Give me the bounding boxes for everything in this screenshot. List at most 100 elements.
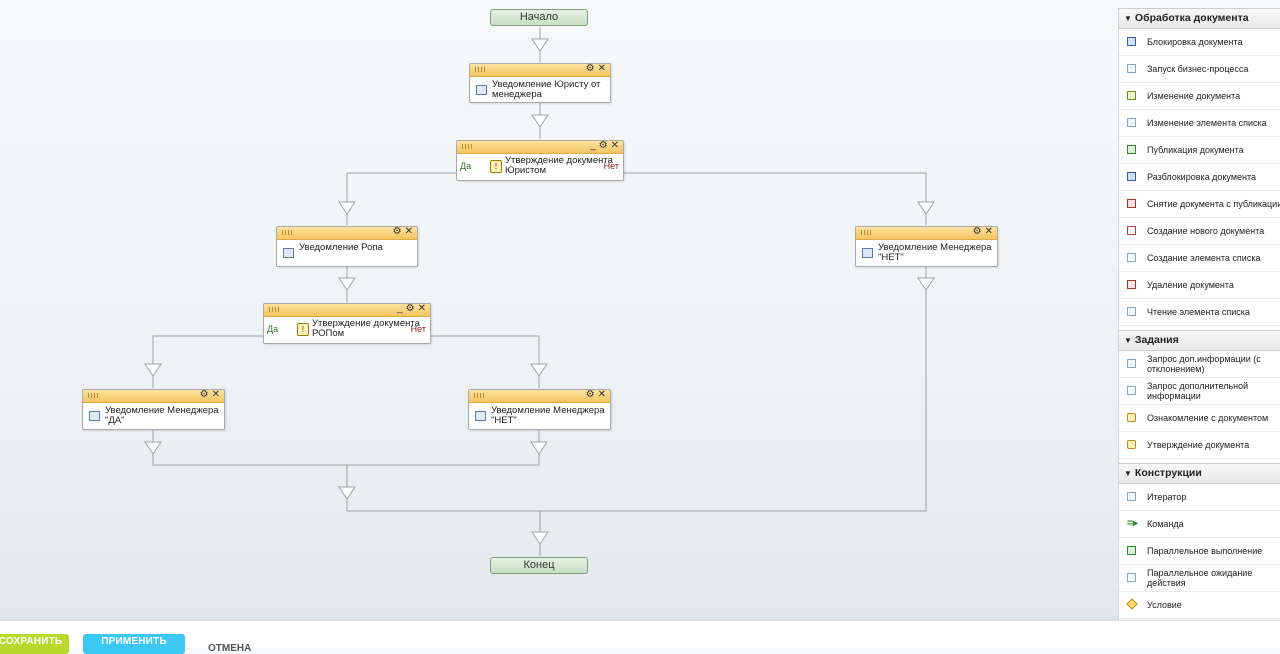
activity-notify-manager-yes[interactable]: ⚙✕ Уведомление Менеджера "ДА" bbox=[82, 389, 225, 430]
activity-title: Уведомление Юристу от менеджера bbox=[492, 79, 601, 100]
settings-icon[interactable]: ⚙ bbox=[392, 226, 402, 237]
unlock-document-icon bbox=[1127, 172, 1136, 181]
condition-rop-approval[interactable]: _⚙✕ Да ! Утверждение документа РОПом Нет bbox=[263, 303, 431, 344]
settings-icon[interactable]: ⚙ bbox=[405, 303, 415, 314]
palette-item[interactable]: Снятие документа с публикации bbox=[1119, 191, 1280, 218]
palette-item[interactable]: Утверждение документа bbox=[1119, 432, 1280, 459]
palette-item[interactable]: Запуск бизнес-процесса bbox=[1119, 56, 1280, 83]
activity-notify-lawyer[interactable]: ⚙✕ Уведомление Юристу от менеджера bbox=[469, 63, 611, 103]
palette-item[interactable]: Блокировка документа bbox=[1119, 29, 1280, 56]
palette-item[interactable]: Запрос доп.информации (с отклонением) bbox=[1119, 351, 1280, 378]
save-button[interactable]: СОХРАНИТЬ bbox=[0, 634, 69, 654]
activity-icon bbox=[1127, 64, 1136, 73]
close-icon[interactable]: ✕ bbox=[610, 140, 619, 151]
collapse-icon[interactable]: ▼ bbox=[1124, 14, 1132, 23]
palette-item[interactable]: Ознакомление с документом bbox=[1119, 405, 1280, 432]
palette-item[interactable]: =▸Команда bbox=[1119, 511, 1280, 538]
palette-group-header[interactable]: ▼Задания bbox=[1119, 330, 1280, 351]
publish-icon bbox=[1127, 145, 1136, 154]
activity-icon bbox=[1127, 307, 1136, 316]
activity-notify-rop[interactable]: ⚙✕ Уведомление Ропа bbox=[276, 226, 418, 267]
edit-document-icon bbox=[1127, 91, 1136, 100]
palette-group-header[interactable]: ▼Обработка документа bbox=[1119, 8, 1280, 29]
start-node[interactable]: Начало bbox=[490, 9, 588, 26]
drag-handle-icon[interactable] bbox=[269, 307, 281, 312]
activity-icon bbox=[1127, 386, 1136, 395]
palette-group-header[interactable]: ▼Конструкции bbox=[1119, 463, 1280, 484]
cancel-link[interactable]: ОТМЕНА bbox=[208, 643, 252, 654]
activity-header[interactable]: _⚙✕ bbox=[457, 140, 623, 154]
activity-title: Уведомление Менеджера "НЕТ" bbox=[491, 405, 605, 426]
approval-icon bbox=[1127, 413, 1136, 422]
activity-header[interactable]: ⚙✕ bbox=[470, 63, 610, 77]
notification-icon bbox=[89, 411, 100, 421]
palette-item[interactable]: Создание нового документа bbox=[1119, 218, 1280, 245]
activity-notify-manager-no[interactable]: ⚙✕ Уведомление Менеджера "НЕТ" bbox=[468, 389, 611, 430]
palette-item[interactable]: Разблокировка документа bbox=[1119, 164, 1280, 191]
settings-icon[interactable]: ⚙ bbox=[972, 226, 982, 237]
workflow-canvas[interactable]: Начало ⚙✕ Уведомление Юристу от менеджер… bbox=[0, 0, 1118, 620]
parallel-icon bbox=[1127, 546, 1136, 555]
notification-icon bbox=[475, 411, 486, 421]
activity-header[interactable]: ⚙✕ bbox=[83, 389, 224, 403]
minimize-icon[interactable]: _ bbox=[397, 303, 403, 314]
settings-icon[interactable]: ⚙ bbox=[199, 389, 209, 400]
activity-palette: ▼Обработка документа Блокировка документ… bbox=[1118, 8, 1280, 620]
palette-item[interactable]: Создание элемента списка bbox=[1119, 245, 1280, 272]
palette-item[interactable]: Итератор bbox=[1119, 484, 1280, 511]
settings-icon[interactable]: ⚙ bbox=[585, 63, 595, 74]
activity-header[interactable]: _⚙✕ bbox=[264, 303, 430, 317]
palette-item[interactable]: Удаление документа bbox=[1119, 272, 1280, 299]
close-icon[interactable]: ✕ bbox=[404, 226, 413, 237]
drag-handle-icon[interactable] bbox=[282, 230, 294, 235]
parallel-wait-icon bbox=[1127, 573, 1136, 582]
drag-handle-icon[interactable] bbox=[88, 393, 100, 398]
palette-item[interactable]: Запрос дополнительной информации bbox=[1119, 378, 1280, 405]
activity-icon bbox=[1127, 253, 1136, 262]
branch-no-label: Нет bbox=[410, 324, 426, 334]
condition-icon bbox=[1126, 598, 1138, 610]
delete-document-icon bbox=[1127, 280, 1136, 289]
approval-icon: ! bbox=[490, 160, 502, 173]
apply-button[interactable]: ПРИМЕНИТЬ bbox=[83, 634, 185, 654]
close-icon[interactable]: ✕ bbox=[211, 389, 220, 400]
branch-yes-label: Да bbox=[267, 324, 279, 334]
palette-item[interactable]: Параллельное выполнение bbox=[1119, 538, 1280, 565]
activity-header[interactable]: ⚙✕ bbox=[856, 226, 997, 240]
activity-title: Утверждение документа РОПом bbox=[312, 318, 420, 339]
collapse-icon[interactable]: ▼ bbox=[1124, 469, 1132, 478]
command-icon: =▸ bbox=[1127, 518, 1138, 529]
approval-icon: ! bbox=[297, 323, 309, 336]
close-icon[interactable]: ✕ bbox=[417, 303, 426, 314]
notification-icon bbox=[862, 248, 873, 258]
collapse-icon[interactable]: ▼ bbox=[1124, 336, 1132, 345]
palette-item[interactable]: Публикация документа bbox=[1119, 137, 1280, 164]
close-icon[interactable]: ✕ bbox=[984, 226, 993, 237]
drag-handle-icon[interactable] bbox=[462, 144, 474, 149]
settings-icon[interactable]: ⚙ bbox=[585, 389, 595, 400]
activity-header[interactable]: ⚙✕ bbox=[277, 226, 417, 240]
drag-handle-icon[interactable] bbox=[474, 393, 486, 398]
drag-handle-icon[interactable] bbox=[475, 67, 487, 72]
drag-handle-icon[interactable] bbox=[861, 230, 873, 235]
lock-document-icon bbox=[1127, 37, 1136, 46]
activity-icon bbox=[1127, 118, 1136, 127]
palette-item[interactable]: Изменение элемента списка bbox=[1119, 110, 1280, 137]
close-icon[interactable]: ✕ bbox=[597, 389, 606, 400]
activity-notify-manager-no-right[interactable]: ⚙✕ Уведомление Менеджера "НЕТ" bbox=[855, 226, 998, 267]
activity-title: Утверждение документа Юристом bbox=[505, 155, 613, 176]
condition-lawyer-approval[interactable]: _⚙✕ Да ! Утверждение документа Юристом Н… bbox=[456, 140, 624, 181]
settings-icon[interactable]: ⚙ bbox=[598, 140, 608, 151]
close-icon[interactable]: ✕ bbox=[597, 63, 606, 74]
palette-item[interactable]: Изменение документа bbox=[1119, 83, 1280, 110]
approval-icon bbox=[1127, 440, 1136, 449]
end-node[interactable]: Конец bbox=[490, 557, 588, 574]
activity-icon bbox=[1127, 492, 1136, 501]
palette-item[interactable]: Условие bbox=[1119, 592, 1280, 619]
minimize-icon[interactable]: _ bbox=[590, 140, 596, 151]
palette-item[interactable]: Параллельное ожидание действия bbox=[1119, 565, 1280, 592]
activity-title: Уведомление Менеджера "ДА" bbox=[105, 405, 219, 426]
activity-header[interactable]: ⚙✕ bbox=[469, 389, 610, 403]
activity-title: Уведомление Менеджера "НЕТ" bbox=[878, 242, 992, 263]
palette-item[interactable]: Чтение элемента списка bbox=[1119, 299, 1280, 326]
